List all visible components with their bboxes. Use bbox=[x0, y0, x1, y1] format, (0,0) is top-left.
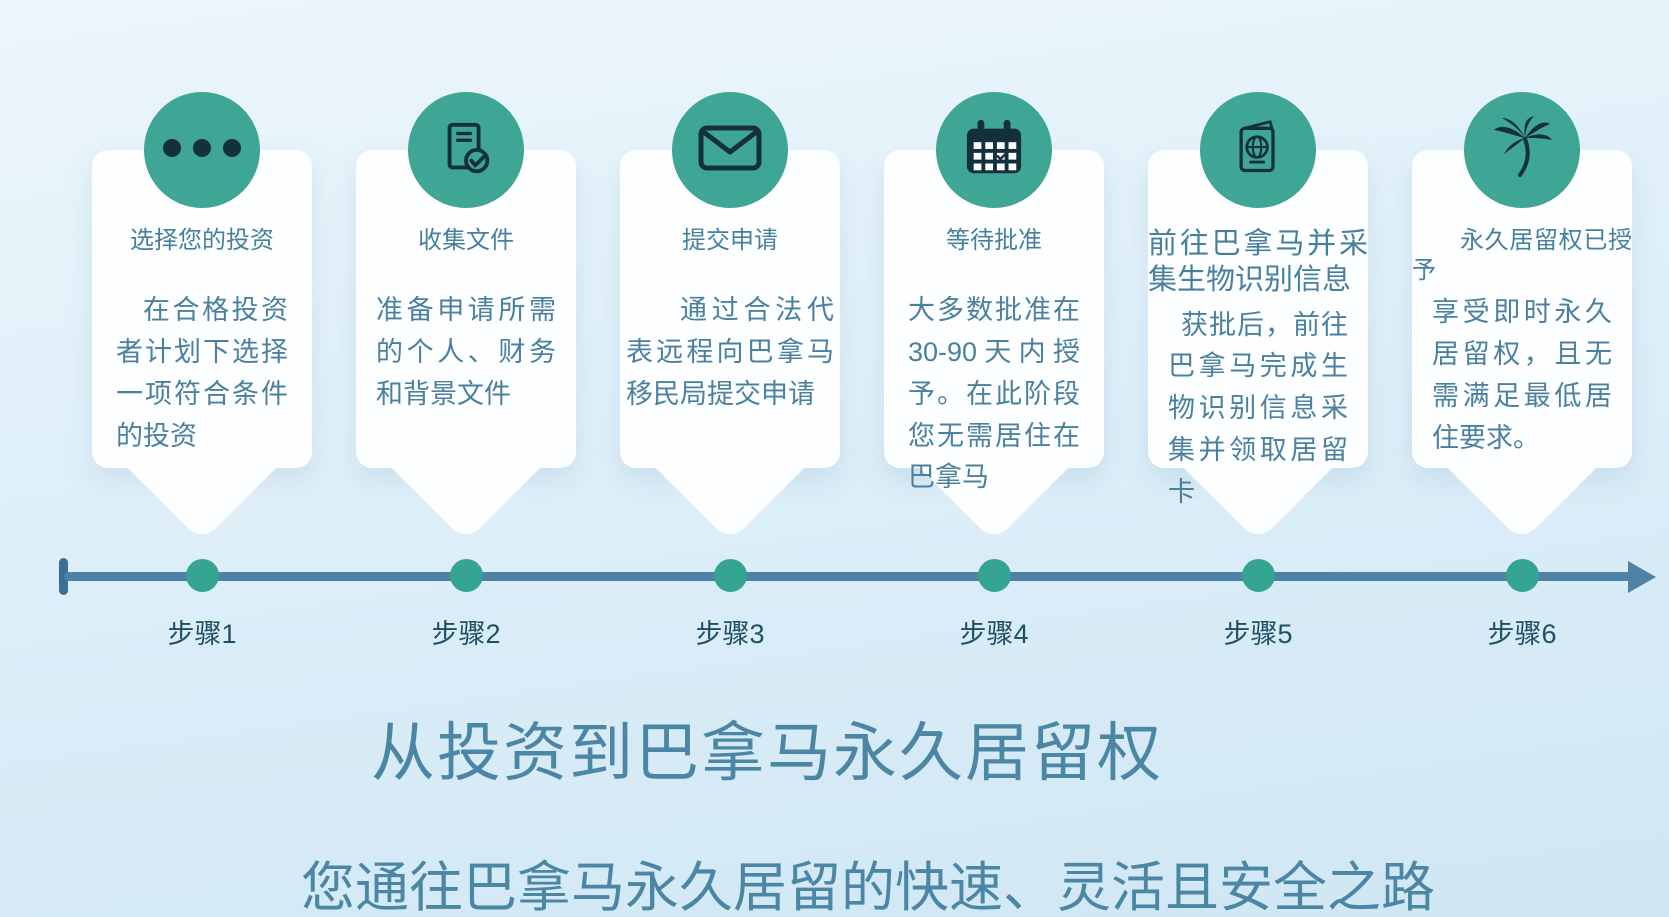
ellipsis-icon bbox=[163, 138, 241, 162]
step-label-3: 步骤3 bbox=[695, 619, 765, 649]
step-label-4: 步骤4 bbox=[959, 619, 1029, 649]
card-title: 收集文件 bbox=[418, 227, 514, 254]
timeline-dot-2 bbox=[450, 559, 483, 592]
step-icon-circle bbox=[1464, 92, 1580, 208]
timeline-dot-6 bbox=[1506, 559, 1539, 592]
card-description: 准备申请所需的个人、财务和背景文件 bbox=[376, 295, 556, 409]
timeline-line bbox=[64, 572, 1632, 581]
page-subtitle: 您通往巴拿马永久居留的快速、灵活且安全之路 bbox=[301, 858, 1435, 917]
document-check-icon bbox=[435, 117, 497, 184]
card-description: 获批后，前往巴拿马完成生物识别信息采集并领取居留卡 bbox=[1168, 309, 1348, 507]
step-icon-circle bbox=[672, 92, 788, 208]
timeline-dot-4 bbox=[978, 559, 1011, 592]
step-label-5: 步骤5 bbox=[1223, 619, 1293, 649]
card-title: 提交申请 bbox=[682, 227, 778, 254]
envelope-icon bbox=[698, 124, 762, 177]
step-icon-circle bbox=[936, 92, 1052, 208]
palm-tree-icon bbox=[1490, 115, 1554, 185]
calendar-icon bbox=[963, 118, 1025, 183]
step-label-2: 步骤2 bbox=[431, 619, 501, 649]
card-title: 选择您的投资 bbox=[130, 227, 274, 254]
step-icon-circle bbox=[1200, 92, 1316, 208]
step-icon-circle bbox=[144, 92, 260, 208]
timeline-start-cap bbox=[59, 558, 68, 595]
timeline-dot-5 bbox=[1242, 559, 1275, 592]
page-title: 从投资到巴拿马永久居留权 bbox=[371, 717, 1163, 789]
timeline-dot-3 bbox=[714, 559, 747, 592]
card-description: 享受即时永久居留权，且无需满足最低居住要求。 bbox=[1432, 297, 1612, 453]
card-description: 通过合法代表远程向巴拿马移民局提交申请 bbox=[626, 295, 834, 409]
timeline-dot-1 bbox=[186, 559, 219, 592]
timeline-arrow-icon bbox=[1628, 561, 1656, 593]
step-label-6: 步骤6 bbox=[1487, 619, 1557, 649]
card-description: 大多数批准在30-90天内授予。在此阶段您无需居住在巴拿马 bbox=[908, 295, 1080, 493]
card-description: 在合格投资者计划下选择一项符合条件的投资 bbox=[116, 295, 288, 451]
passport-icon bbox=[1228, 117, 1288, 184]
card-title: 等待批准 bbox=[946, 227, 1042, 254]
step-icon-circle bbox=[408, 92, 524, 208]
card-title: 永久居留权已授予 bbox=[1412, 227, 1632, 284]
card-title: 前往巴拿马并采集生物识别信息 bbox=[1148, 228, 1368, 297]
step-label-1: 步骤1 bbox=[167, 619, 237, 649]
